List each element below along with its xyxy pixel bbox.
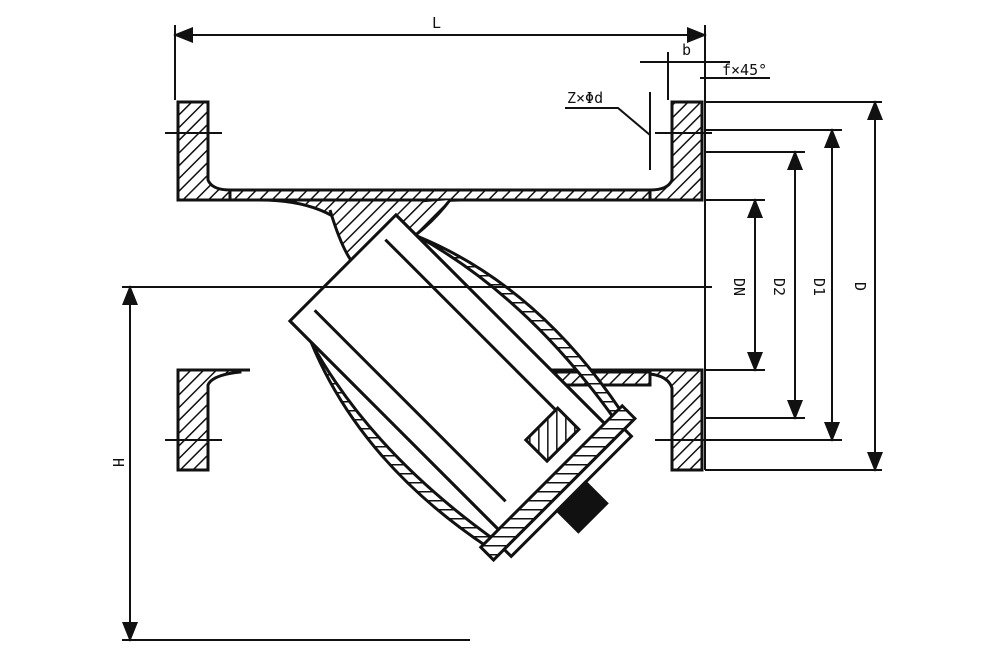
label-D2: D2 [770, 278, 788, 296]
body-top-wall [228, 188, 652, 243]
label-bolt-holes: Z×Φd [567, 89, 603, 107]
label-L: L [432, 14, 441, 32]
leader-bolt [565, 107, 651, 136]
label-b: b [682, 41, 691, 59]
right-flange-top [648, 100, 704, 202]
label-D: D [851, 282, 869, 291]
label-D1: D1 [810, 278, 828, 296]
left-flange-bottom [176, 368, 242, 472]
label-chamfer: f×45° [722, 61, 767, 79]
y-branch [287, 212, 638, 563]
right-flange-bottom [648, 368, 704, 472]
label-H: H [109, 458, 127, 467]
label-DN: DN [730, 278, 748, 296]
side-boss [523, 406, 581, 464]
left-flange-top [176, 100, 232, 202]
